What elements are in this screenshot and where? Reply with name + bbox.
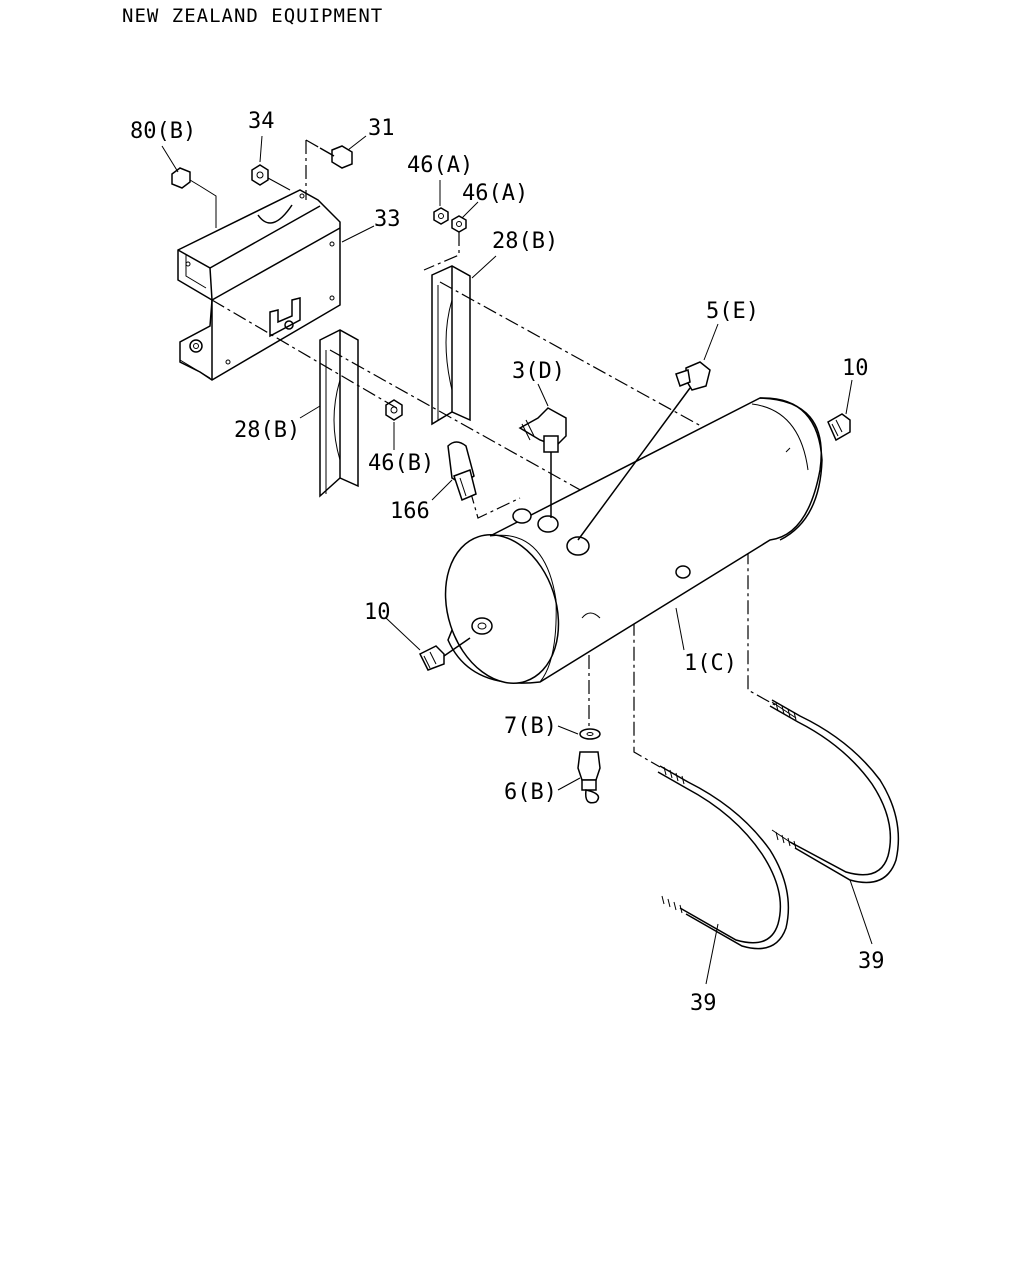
label-10-left: 10 [364, 600, 391, 625]
label-5e: 5(E) [706, 299, 759, 324]
page-title: NEW ZEALAND EQUIPMENT [122, 5, 383, 27]
label-7b: 7(B) [504, 714, 557, 739]
leader-lines [161, 135, 873, 985]
u-bolt-39-left [657, 765, 790, 950]
label-31: 31 [368, 116, 395, 141]
label-3d: 3(D) [512, 359, 565, 384]
label-28b-top: 28(B) [492, 229, 558, 254]
label-10-right: 10 [842, 356, 869, 381]
label-1c: 1(C) [684, 651, 737, 676]
nut-46a [423, 207, 467, 271]
drain-valve-6b [577, 751, 601, 804]
bracket-33 [177, 189, 341, 381]
nut-34 [251, 164, 291, 191]
assembly-lines [211, 281, 776, 768]
label-46a-1: 46(A) [407, 153, 473, 178]
label-80b: 80(B) [130, 119, 196, 144]
nut-46b [385, 399, 403, 421]
bolt-80b [171, 167, 217, 228]
plug-10-right [827, 413, 851, 442]
label-6b: 6(B) [504, 780, 557, 805]
bolt-31 [305, 139, 353, 200]
strap-28b-left [319, 329, 359, 498]
label-39-right: 39 [858, 949, 885, 974]
label-46b: 46(B) [368, 451, 434, 476]
label-39-left: 39 [690, 991, 717, 1016]
air-tank-1c [444, 397, 823, 684]
label-34: 34 [248, 109, 275, 134]
fitting-5e [577, 361, 711, 541]
elbow-3d [518, 407, 567, 518]
sensor-166 [447, 441, 477, 502]
washer-7b [579, 728, 601, 740]
label-33: 33 [374, 207, 401, 232]
plug-10-left [418, 637, 471, 671]
strap-28b-right [431, 265, 471, 426]
label-46a-2: 46(A) [462, 181, 528, 206]
u-bolt-39-right [769, 699, 900, 884]
label-28b-left: 28(B) [234, 418, 300, 443]
label-166: 166 [390, 499, 430, 524]
